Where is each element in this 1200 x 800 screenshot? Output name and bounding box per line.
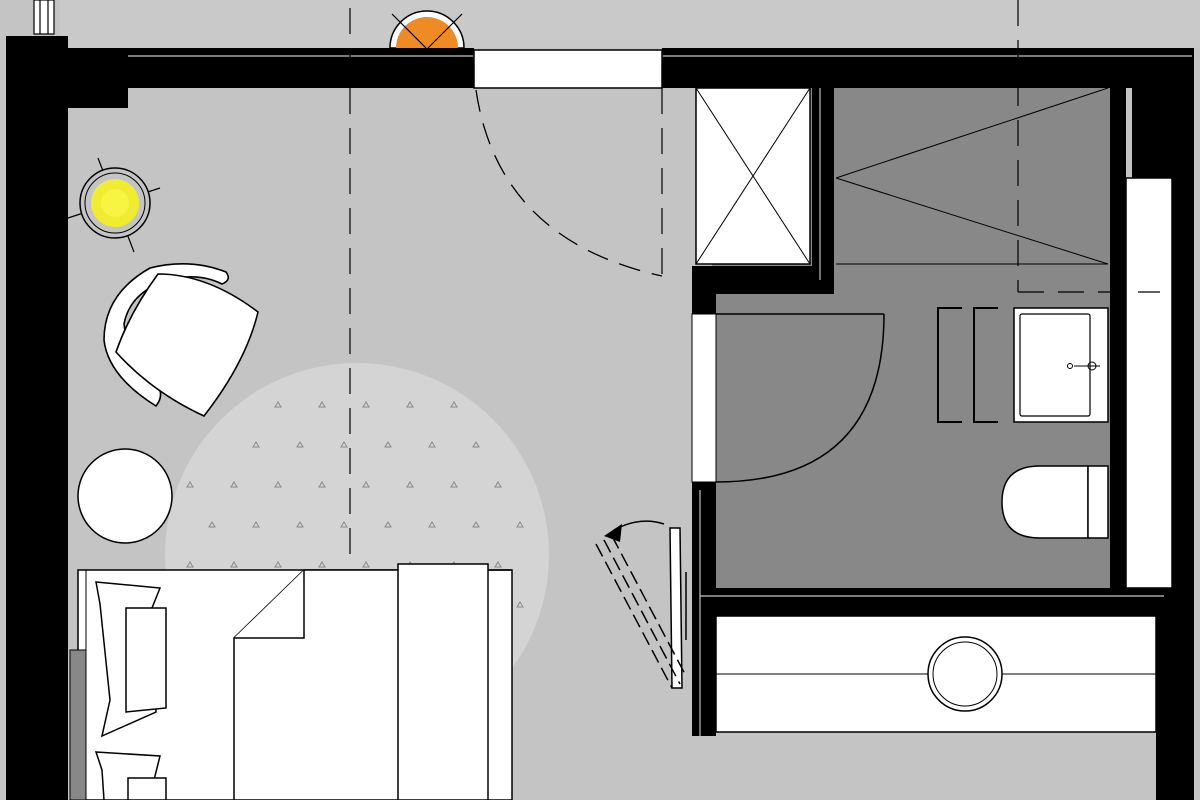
left-wall [6,36,68,800]
duvet-fold [234,570,305,639]
rug-pattern-mark [186,481,194,488]
rug-pattern-mark [362,401,370,408]
rug-pattern-mark [450,481,458,488]
rug-pattern-mark [230,561,238,568]
rug-pattern-mark [472,521,480,528]
blanket [397,563,489,800]
top-wall-left [128,48,474,88]
bathroom-ceiling-lines [835,87,1109,265]
rug-pattern-mark [494,481,502,488]
bathroom-door-swing [715,313,885,483]
washbasin-icon [1013,307,1109,423]
wall-light-icon [389,10,465,49]
rug-pattern-mark [274,561,282,568]
rug-pattern-mark [516,601,524,608]
rug-pattern-mark [362,561,370,568]
rug-pattern-mark [384,441,392,448]
rug-pattern-mark [252,521,260,528]
bathroom-left-wall-top [692,266,716,314]
rug-pattern-mark [274,401,282,408]
rug-pattern-mark [318,481,326,488]
rug-pattern-mark [494,561,502,568]
wall-detail-lines [128,55,1192,736]
armchair-icon [103,263,259,417]
bathroom-door-opening [691,313,717,483]
shower-partition-right [812,88,834,294]
rug-pattern-mark [296,441,304,448]
rug-pattern-mark [274,481,282,488]
window-frame-top-left [33,0,55,35]
toilet-icon [1001,465,1109,539]
rug-pattern-mark [318,561,326,568]
right-wall [1132,48,1194,178]
rug-pattern-mark [186,561,194,568]
pillow-icon [94,581,167,800]
top-wall-right [662,48,1192,88]
right-wall-lower [1172,178,1194,800]
rug-pattern-mark [428,521,436,528]
walls [6,36,1194,800]
rug-pattern-mark [230,481,238,488]
guide-lines [349,0,1160,560]
rug-pattern-mark [406,401,414,408]
rug-pattern-mark [362,481,370,488]
rug-pattern-mark [516,521,524,528]
bathroom-right-wall [1110,88,1126,588]
rug-pattern-mark [472,441,480,448]
wardrobe-right-wall [1156,588,1172,800]
window-icon [473,49,663,89]
rug-pattern-mark [296,521,304,528]
door-swing-icon [475,89,663,277]
rug-pattern-mark [406,481,414,488]
top-left-wall-block [6,48,128,108]
rug-pattern-mark [384,521,392,528]
rug-pattern-mark [340,521,348,528]
side-table-icon [77,448,173,544]
shower-icon [695,87,811,265]
floor-lamp-icon [67,157,161,253]
entry-door-icon [595,520,687,689]
rug-pattern-mark [428,441,436,448]
towel-rail-icon [937,307,998,423]
wardrobe-icon [715,615,1157,733]
rug-pattern-mark [340,441,348,448]
rug-pattern-mark [450,401,458,408]
exterior-strip [60,0,1200,48]
bathroom-bottom-wall [692,588,1172,616]
right-wall-niche [1125,177,1173,589]
rug-pattern-mark [252,441,260,448]
rug-pattern-mark [208,521,216,528]
rug-pattern-mark [318,401,326,408]
